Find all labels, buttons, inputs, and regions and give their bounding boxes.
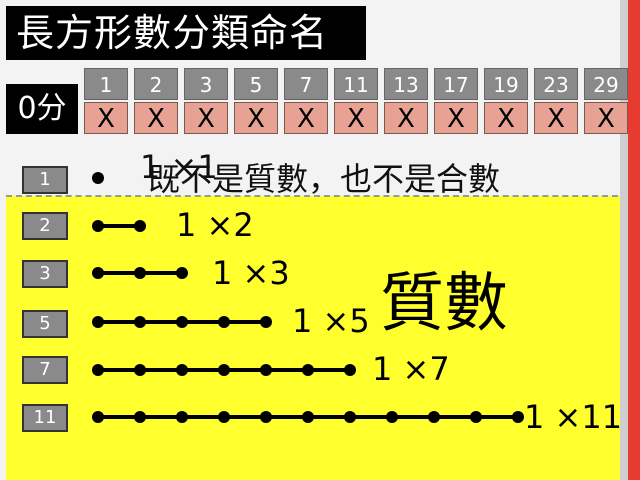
mark-cell[interactable]: X [334,102,378,134]
grid-column: 11 X [334,68,378,134]
dot [386,411,398,423]
row-label-11: 11 [22,404,68,432]
number-cell: 3 [184,68,228,100]
prime-highlight-area [6,196,620,480]
dot [428,411,440,423]
grid-column: 17 X [434,68,478,134]
row-label-1: 1 [22,166,68,194]
dot [470,411,482,423]
row-3-factor-text: 1 ×3 [212,254,290,292]
dot [92,220,104,232]
grid-column: 3 X [184,68,228,134]
row-label-3: 3 [22,260,68,288]
dot [176,411,188,423]
page-title: 長方形數分類命名 [6,6,366,60]
number-cell: 13 [384,68,428,100]
grid-column: 7 X [284,68,328,134]
row-5-factor-text: 1 ×5 [292,302,370,340]
dot [134,316,146,328]
grid-column: 5 X [234,68,278,134]
dot [260,364,272,376]
mark-cell[interactable]: X [84,102,128,134]
grid-column: 29 X [584,68,628,134]
number-cell: 17 [434,68,478,100]
dot [260,411,272,423]
mark-cell[interactable]: X [284,102,328,134]
mark-cell[interactable]: X [234,102,278,134]
mark-cell[interactable]: X [384,102,428,134]
row-2-factor-text: 1 ×2 [176,206,254,244]
score-badge: 0分 [6,84,78,134]
grid-column: 23 X [534,68,578,134]
row-7-factor-text: 1 ×7 [372,350,450,388]
mark-cell[interactable]: X [484,102,528,134]
dot [92,172,104,184]
row-label-2: 2 [22,212,68,240]
grid-column: 19 X [484,68,528,134]
dot [218,411,230,423]
dot [134,220,146,232]
row-label-7: 7 [22,356,68,384]
dot [92,267,104,279]
number-cell: 23 [534,68,578,100]
number-cell: 7 [284,68,328,100]
mark-cell[interactable]: X [184,102,228,134]
dot [134,267,146,279]
grid-column: 1 X [84,68,128,134]
row-1-factor-text: 1 ×1 [140,148,218,186]
row-1-description: 既不是質數，也不是合數 [148,160,501,198]
dashed-divider [6,195,618,197]
dot [92,411,104,423]
dot [512,411,524,423]
dot [218,364,230,376]
number-cell: 29 [584,68,628,100]
grid-column: 13 X [384,68,428,134]
number-cell: 11 [334,68,378,100]
dot [176,267,188,279]
mark-cell[interactable]: X [534,102,578,134]
dot [92,364,104,376]
row-11-factor-text: 1 ×11 [524,398,623,436]
dot [344,364,356,376]
dot [176,316,188,328]
dot [260,316,272,328]
dot [302,364,314,376]
grid-column: 2 X [134,68,178,134]
right-edge-shade [620,0,628,480]
mark-cell[interactable]: X [434,102,478,134]
dot [134,364,146,376]
number-cell: 19 [484,68,528,100]
dot [134,411,146,423]
number-cell: 1 [84,68,128,100]
right-edge-accent [628,0,640,480]
mark-cell[interactable]: X [584,102,628,134]
dot [344,411,356,423]
mark-cell[interactable]: X [134,102,178,134]
number-cell: 5 [234,68,278,100]
dot [92,316,104,328]
row-label-5: 5 [22,310,68,338]
dot [176,364,188,376]
number-cell: 2 [134,68,178,100]
dot [302,411,314,423]
dot [218,316,230,328]
prime-category-label: 質數 [380,267,508,341]
